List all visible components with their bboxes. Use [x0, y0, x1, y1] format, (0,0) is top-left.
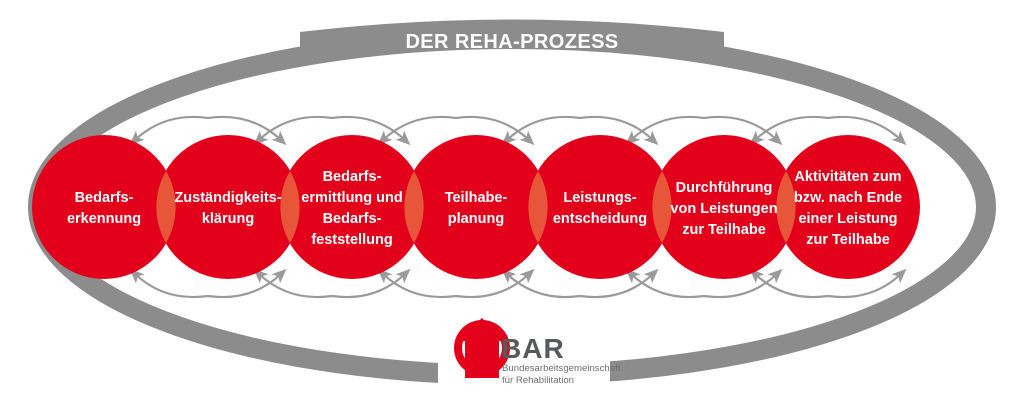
- step-label-5: Leistungs- entscheidung: [553, 190, 647, 227]
- circle-overlaps: [156, 171, 796, 243]
- arrow-gap1-left: [129, 115, 209, 146]
- step-circle-6[interactable]: [652, 135, 796, 279]
- step-label-7-line-2: bzw. nach Ende: [794, 190, 902, 206]
- step-label-7-line-4: zur Teilhabe: [806, 232, 890, 248]
- arrow-gap2-left: [253, 115, 333, 146]
- overlap-lens-1-2: [156, 171, 176, 243]
- step-label-7-line-1: Aktivitäten zum: [794, 169, 901, 185]
- step-label-5-line-1: Leistungs-: [563, 190, 636, 206]
- arrow-gap2-right-return: [331, 268, 411, 299]
- arrow-gap1-left-return: [129, 268, 209, 299]
- step-label-1-line-2: erkennung: [67, 211, 141, 227]
- arrow-gap5-left: [625, 115, 705, 146]
- step-circle-4[interactable]: [404, 135, 548, 279]
- overlap-lens-6-7: [776, 171, 796, 243]
- arrow-gap2-right: [331, 115, 411, 146]
- step-label-6-line-2: von Leistungen: [670, 201, 777, 217]
- arrow-gap4-left-return: [501, 268, 581, 299]
- arrow-gap6-left: [749, 115, 829, 146]
- step-label-3-line-1: Bedarfs-: [323, 169, 382, 185]
- arrow-gap6-left-return: [749, 268, 829, 299]
- arrow-gap4-left: [501, 115, 581, 146]
- step-label-2-line-2: klärung: [202, 211, 254, 227]
- arrow-gap1-right-return: [207, 268, 287, 299]
- step-label-7: Aktivitäten zum bzw. nach Ende einer Lei…: [794, 169, 902, 248]
- step-label-7-line-3: einer Leistung: [798, 211, 897, 227]
- arrow-gap4-right: [579, 115, 659, 146]
- arrow-gap5-right-return: [703, 268, 783, 299]
- logo-subtitle-line-2: für Rehabilitation: [502, 375, 574, 386]
- step-label-3: Bedarfs- ermittlung und Bedarfs- festste…: [301, 169, 403, 248]
- arrow-gap2-left-return: [253, 268, 333, 299]
- step-label-6: Durchführung von Leistungen zur Teilhabe: [670, 180, 777, 238]
- arrow-gap5-right: [703, 115, 783, 146]
- step-label-3-line-4: feststellung: [311, 232, 392, 248]
- arrow-gap3-left-return: [377, 268, 457, 299]
- step-label-3-line-2: ermittlung und: [301, 190, 403, 206]
- page-title: DER REHA-PROZESS: [405, 31, 618, 53]
- arrow-gap1-right: [207, 115, 287, 146]
- arrow-gap3-left: [377, 115, 457, 146]
- step-circle-7[interactable]: [776, 135, 920, 279]
- arrow-gap3-right-return: [455, 268, 535, 299]
- step-circle-1[interactable]: [32, 135, 176, 279]
- step-labels: Bedarfs- erkennung Zuständigkeits- kläru…: [67, 169, 902, 248]
- process-circles: [32, 135, 920, 279]
- arrow-gap4-right-return: [579, 268, 659, 299]
- step-label-2: Zuständigkeits- klärung: [174, 190, 281, 227]
- arrow-gap5-left-return: [625, 268, 705, 299]
- arrow-gap3-right: [455, 115, 535, 146]
- step-circle-2[interactable]: [156, 135, 300, 279]
- step-label-1: Bedarfs- erkennung: [67, 190, 141, 227]
- logo-subtitle-line-1: Bundesarbeitsgemeinschaft: [502, 363, 621, 374]
- step-label-4-line-1: Teilhabe-: [445, 190, 508, 206]
- bar-logo: BAR Bundesarbeitsgemeinschaft für Rehabi…: [438, 312, 621, 388]
- overlap-lens-4-5: [528, 171, 548, 243]
- overlap-lens-2-3: [280, 171, 300, 243]
- step-label-1-line-1: Bedarfs-: [75, 190, 134, 206]
- arrow-gap6-right-return: [827, 268, 907, 299]
- step-label-5-line-2: entscheidung: [553, 211, 647, 227]
- step-label-6-line-1: Durchführung: [676, 180, 773, 196]
- overlap-lens-3-4: [404, 171, 424, 243]
- step-label-3-line-3: Bedarfs-: [323, 211, 382, 227]
- logo-arrow-icon: [458, 318, 506, 378]
- arrow-gap6-right: [827, 115, 907, 146]
- overlap-lens-5-6: [652, 171, 672, 243]
- step-label-2-line-1: Zuständigkeits-: [174, 190, 281, 206]
- step-label-6-line-3: zur Teilhabe: [682, 222, 766, 238]
- step-label-4: Teilhabe- planung: [445, 190, 508, 227]
- bar-logo-mark: [454, 318, 510, 378]
- title-band: DER REHA-PROZESS: [300, 19, 724, 53]
- flow-arrows-top: [129, 115, 907, 146]
- flow-arrows-bottom: [129, 268, 907, 299]
- step-label-4-line-2: planung: [448, 211, 504, 227]
- logo-wordmark: BAR: [501, 333, 565, 364]
- step-circle-5[interactable]: [528, 135, 672, 279]
- step-circle-3[interactable]: [280, 135, 424, 279]
